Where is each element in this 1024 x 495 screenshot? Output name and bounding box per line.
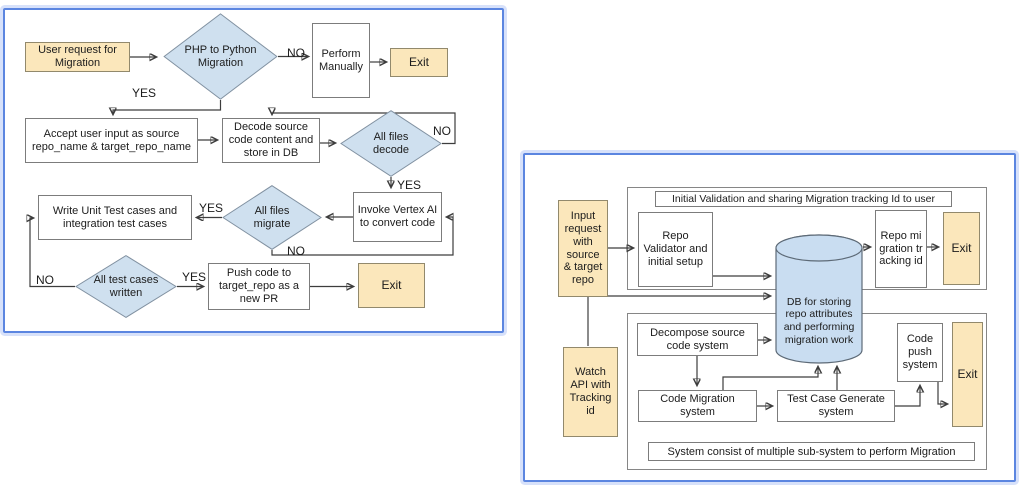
node-label: Exit bbox=[408, 55, 429, 70]
node-label: Decode source code content and store in … bbox=[228, 121, 314, 159]
decision-text: PHP to Python Migration bbox=[184, 43, 257, 69]
decision-php-to-python: PHP to Python Migration bbox=[163, 13, 278, 100]
branch-label-no: NO bbox=[36, 273, 54, 287]
branch-label-no: NO bbox=[433, 124, 451, 138]
right-system-panel: Initial Validation and sharing Migration… bbox=[523, 153, 1016, 482]
node-code-push: Code push system bbox=[897, 323, 943, 382]
node-invoke-vertex: Invoke Vertex AI to convert code bbox=[353, 192, 442, 242]
node-input-request: Input request with source & target repo bbox=[558, 200, 608, 297]
node-watch-api: Watch API with Tracking id bbox=[563, 347, 618, 437]
node-decode-source: Decode source code content and store in … bbox=[222, 118, 320, 163]
decision-label: PHP to Python Migration bbox=[163, 13, 278, 100]
node-label: Exit bbox=[951, 241, 972, 256]
branch-label-no: NO bbox=[287, 46, 305, 60]
node-label: Repo Validator and initial setup bbox=[643, 230, 708, 268]
validation-caption: Initial Validation and sharing Migration… bbox=[655, 191, 952, 207]
branch-label-yes: YES bbox=[182, 270, 207, 284]
diamond-shape bbox=[163, 13, 278, 100]
decision-all-files-migrate: All files migrate bbox=[222, 185, 322, 250]
node-label: Input request with source & target repo bbox=[563, 209, 603, 287]
branch-label-no: NO bbox=[287, 244, 305, 258]
branch-label-yes: YES bbox=[132, 86, 157, 100]
diamond-shape bbox=[340, 110, 442, 177]
node-label: Test Case Generate system bbox=[787, 393, 885, 418]
node-user-request: User request for Migration bbox=[25, 42, 130, 72]
diamond-shape bbox=[222, 185, 322, 250]
database-text: DB for storing repo attributes and perfo… bbox=[783, 295, 855, 346]
node-decompose-source: Decompose source code system bbox=[637, 323, 758, 356]
node-repo-validator: Repo Validator and initial setup bbox=[638, 212, 713, 287]
node-label: Repo migration tracking id bbox=[879, 229, 923, 268]
decision-text: All files migrate bbox=[253, 204, 291, 230]
node-label: Exit bbox=[381, 278, 402, 293]
node-exit-top: Exit bbox=[390, 48, 448, 77]
node-label: Invoke Vertex AI to convert code bbox=[357, 204, 438, 229]
decision-label: All test cases written bbox=[75, 255, 177, 318]
decision-all-files-decode: All files decode bbox=[340, 110, 442, 177]
node-exit-top: Exit bbox=[943, 212, 980, 285]
left-flow-connectors bbox=[3, 8, 456, 333]
database-node: DB for storing repo attributes and perfo… bbox=[775, 234, 863, 364]
caption-text: System consist of multiple sub-system to… bbox=[667, 445, 956, 458]
node-exit-bottom: Exit bbox=[952, 322, 983, 427]
node-label: Perform Manually bbox=[318, 47, 364, 73]
node-write-tests: Write Unit Test cases and integration te… bbox=[38, 195, 192, 240]
node-label: Accept user input as source repo_name & … bbox=[32, 127, 191, 153]
caption-text: Initial Validation and sharing Migration… bbox=[671, 193, 936, 205]
node-test-case-generate: Test Case Generate system bbox=[777, 390, 895, 422]
branch-label-yes: YES bbox=[397, 178, 422, 192]
database-label: DB for storing repo attributes and perfo… bbox=[777, 282, 861, 360]
node-label: User request for Migration bbox=[38, 44, 117, 69]
decision-label: All files decode bbox=[340, 110, 442, 177]
right-flow-connectors bbox=[587, 153, 1016, 482]
decision-text: All test cases written bbox=[93, 273, 159, 299]
left-flowchart-panel: User request for Migration PHP to Python… bbox=[3, 8, 504, 333]
decision-text: All files decode bbox=[372, 130, 410, 156]
node-perform-manually: Perform Manually bbox=[312, 23, 370, 98]
subsystem-caption: System consist of multiple sub-system to… bbox=[648, 442, 975, 461]
node-label: Code push system bbox=[902, 333, 938, 371]
node-exit-bottom: Exit bbox=[358, 263, 425, 308]
node-label: Code Migration system bbox=[660, 393, 735, 418]
database-cylinder-shape bbox=[775, 234, 863, 364]
decision-label: All files migrate bbox=[222, 185, 322, 250]
node-label: Write Unit Test cases and integration te… bbox=[52, 204, 178, 230]
decision-all-tests-written: All test cases written bbox=[75, 255, 177, 318]
node-label: Decompose source code system bbox=[650, 326, 745, 352]
node-label: Exit bbox=[957, 367, 978, 382]
node-label: Watch API with Tracking id bbox=[569, 366, 612, 417]
node-accept-input: Accept user input as source repo_name & … bbox=[25, 118, 198, 163]
node-repo-tracking-id: Repo migration tracking id bbox=[875, 210, 927, 288]
branch-label-yes: YES bbox=[199, 201, 224, 215]
node-code-migration: Code Migration system bbox=[638, 390, 757, 422]
node-push-code: Push code to target_repo as a new PR bbox=[208, 263, 310, 310]
diamond-shape bbox=[75, 255, 177, 318]
node-label: Push code to target_repo as a new PR bbox=[218, 267, 300, 305]
